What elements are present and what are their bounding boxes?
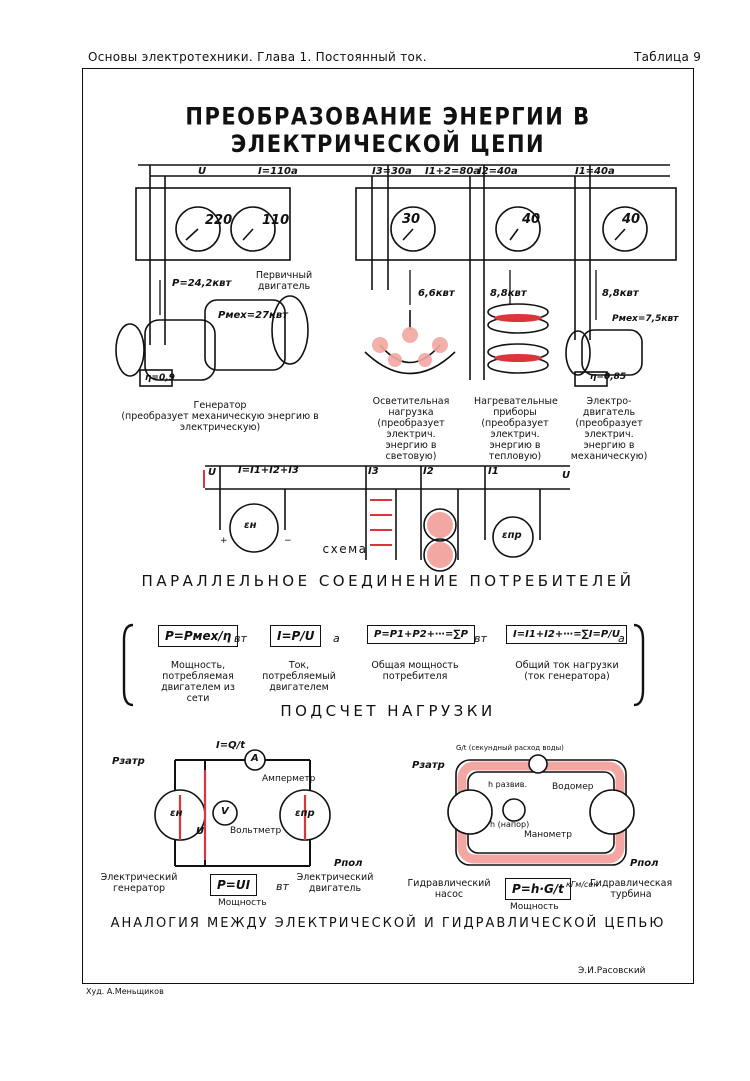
schema-emf-motor: εпр <box>502 530 522 541</box>
formula-box-4: I=I1+I2+⋯=∑I=P/U <box>506 625 627 644</box>
generator-eta: η=0,9 <box>145 373 175 383</box>
mech-power: Pмех=27квт <box>218 310 288 321</box>
section-parallel: ПАРАЛЛЕЛЬНОЕ СОЕДИНЕНИЕ ПОТРЕБИТЕЛЕЙ <box>141 572 635 590</box>
voltmeter-reading: 220 <box>205 213 233 228</box>
manometer-label: Манометр <box>524 830 572 840</box>
generator-desc: (преобразует механическую энергию в элек… <box>121 411 319 433</box>
formula-unit-1: вт <box>234 632 247 645</box>
hydraulic-power-unit: кГм/сек <box>566 880 599 889</box>
section-analogy: АНАЛОГИЯ МЕЖДУ ЭЛЕКТРИЧЕСКОЙ И ГИДРАВЛИЧ… <box>110 916 666 931</box>
light-power: 6,6квт <box>418 288 455 299</box>
generator-label: Электрический генератор <box>100 872 178 894</box>
formula-desc-1: Мощность, потребляемая двигателем из сет… <box>161 660 235 704</box>
power-unit: вт <box>276 880 289 893</box>
author: Э.И.Расовский <box>578 966 646 976</box>
formula-unit-2: а <box>333 632 340 645</box>
line-u-label: U <box>198 166 207 177</box>
generator-power: P=24,2квт <box>172 278 232 289</box>
voltmeter-symbol: V <box>221 806 229 817</box>
pump-label: Гидравлический насос <box>407 878 491 900</box>
motor-eta: η=0,85 <box>590 372 627 382</box>
line-current-label: I=110а <box>258 166 298 177</box>
header-right: Таблица 9 <box>634 50 702 64</box>
hydraulic-power-box: P=h·G/t <box>505 878 571 900</box>
schema-u-right: U <box>562 470 571 481</box>
schema-minus: − <box>284 536 292 546</box>
meter-40a: 40 <box>522 212 541 227</box>
motor-mech-power: Pмех=7,5квт <box>612 314 679 324</box>
formula-box-1: P=Pмех/η <box>158 625 239 647</box>
generator-title: Генератор <box>193 400 247 411</box>
light-desc: Осветительная нагрузка (преобразует элек… <box>372 396 450 462</box>
page-title: ПРЕОБРАЗОВАНИЕ ЭНЕРГИИ В ЭЛЕКТРИЧЕСКОЙ Ц… <box>185 102 591 158</box>
schema-u-left: U <box>208 467 217 478</box>
schema-i2: I2 <box>423 466 434 477</box>
schema-i-total: I=I1+I2+I3 <box>238 465 299 476</box>
hydraulic-power-label: Мощность <box>510 902 559 912</box>
meter-40b: 40 <box>622 212 641 227</box>
voltage-u: U <box>196 826 205 837</box>
p-input-right: Pзатр <box>412 760 445 771</box>
formula-box-2: I=P/U <box>270 625 322 647</box>
ammeter-label: Амперметр <box>262 774 316 784</box>
artist: Худ. А.Меньщиков <box>86 987 164 996</box>
emf-gen: εн <box>170 808 183 819</box>
heater-desc: Нагревательные приборы (преобразует элек… <box>474 396 558 462</box>
voltmeter-label: Вольтметр <box>230 826 282 836</box>
motor-label: Электрический двигатель <box>296 872 374 894</box>
schema-plus: + <box>220 536 228 546</box>
heater-power: 8,8квт <box>490 288 527 299</box>
power-box: P=UI <box>210 874 258 896</box>
meter-30: 30 <box>402 212 421 227</box>
motor-desc: Электро-двигатель (преобразует электрич.… <box>570 396 648 462</box>
schema-i3: I3 <box>368 466 379 477</box>
current-i2: I2=40а <box>478 166 518 177</box>
formula-unit-3: вт <box>474 632 487 645</box>
schema-i1: I1 <box>488 466 499 477</box>
power-label: Мощность <box>218 898 267 908</box>
formula-desc-3: Общая мощность потребителя <box>371 660 459 682</box>
current-i1: I1=40а <box>575 166 615 177</box>
header-left: Основы электротехники. Глава 1. Постоянн… <box>88 50 427 64</box>
ammeter-symbol: A <box>251 753 259 764</box>
h-head: h (напор) <box>490 820 530 829</box>
formula-desc-2: Ток, потребляемый двигателем <box>262 660 336 693</box>
h-developed: h развив. <box>488 780 528 789</box>
formula-box-3: P=P1+P2+⋯=∑P <box>367 625 475 644</box>
current-formula: I=Q/t <box>216 740 246 751</box>
formula-desc-4: Общий ток нагрузки (ток генератора) <box>515 660 619 682</box>
emf-motor: εпр <box>295 808 315 819</box>
current-sum: I1+2=80а <box>425 166 481 177</box>
p-output-right: Pпол <box>630 858 659 869</box>
p-input-left: Pзатр <box>112 756 145 767</box>
section-load: ПОДСЧЕТ НАГРУЗКИ <box>280 702 496 720</box>
flow-label: G/t (секундный расход воды) <box>456 744 564 752</box>
prime-mover-label: Первичный двигатель <box>255 270 313 292</box>
p-output-left: Pпол <box>334 858 363 869</box>
schema-emf-gen: εн <box>244 520 257 531</box>
page-frame <box>82 68 694 984</box>
formula-unit-4: а <box>618 632 625 645</box>
schema-label: схема <box>322 542 368 556</box>
ammeter-reading: 110 <box>262 213 290 228</box>
water-meter-label: Водомер <box>552 782 594 792</box>
motor-power: 8,8квт <box>602 288 639 299</box>
current-i3: I3=30а <box>372 166 412 177</box>
turbine-label: Гидравлическая турбина <box>590 878 673 900</box>
